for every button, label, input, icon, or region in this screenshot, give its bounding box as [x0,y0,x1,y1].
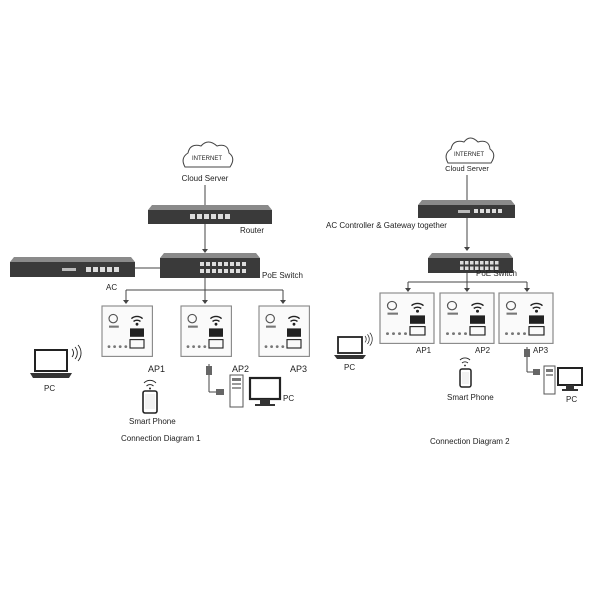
cloud-text: INTERNET [454,152,484,158]
access-point-icon [439,292,495,345]
diagram-1-caption: Connection Diagram 1 [121,434,201,443]
access-point-icon [498,292,554,345]
ac-controller-label: AC Controller & Gateway together [326,221,447,230]
switch-icon [160,253,260,278]
wifi-icon [459,357,471,367]
ac-label: AC [106,283,117,292]
switch-icon [428,253,513,273]
laptop-icon [334,336,366,359]
wifi-icon [364,332,373,346]
diagram-1: INTERNET Cloud Server Router [10,141,311,443]
access-point-icon [180,305,233,358]
desktop-pc-icon [543,365,583,395]
smart-phone-label: Smart Phone [129,417,176,426]
ap3-label: AP3 [533,346,549,355]
ap1-label: AP1 [148,364,165,374]
router-icon [148,205,272,224]
pc-right-label: PC [283,394,294,403]
diagram-2-caption: Connection Diagram 2 [430,437,510,446]
pc-right-label: PC [566,395,577,404]
cable-icon [206,364,224,395]
smart-phone-label: Smart Phone [447,393,494,402]
cloud-server-label: Cloud Server [182,174,229,183]
pc-left-label: PC [344,363,355,372]
ap2-label: AP2 [232,364,249,374]
ap2-label: AP2 [475,346,491,355]
cloud-server-label: Cloud Server [445,164,489,173]
laptop-icon [30,349,72,378]
switch-ap-links [125,278,284,303]
cloud-text: INTERNET [192,156,222,162]
poe-switch-label: PoE Switch [476,269,517,278]
smartphone-icon [459,368,472,388]
desktop-pc-icon [229,374,282,408]
pc-left-label: PC [44,384,55,393]
smartphone-icon [142,390,158,414]
cloud-icon [445,137,495,164]
ap3-label: AP3 [290,364,307,374]
router-icon [418,200,515,218]
access-point-icon [379,292,435,345]
diagram-2: INTERNET Cloud Server AC Controller & Ga… [326,137,583,446]
cloud-icon [182,141,234,168]
poe-switch-label: PoE Switch [262,271,303,280]
router-label: Router [240,226,264,235]
wifi-icon [143,379,157,390]
ac-device-icon [10,257,135,277]
wifi-icon [71,344,82,362]
access-point-icon [258,305,311,358]
access-point-icon [101,305,154,358]
ap1-label: AP1 [416,346,432,355]
cable-icon [524,347,540,375]
